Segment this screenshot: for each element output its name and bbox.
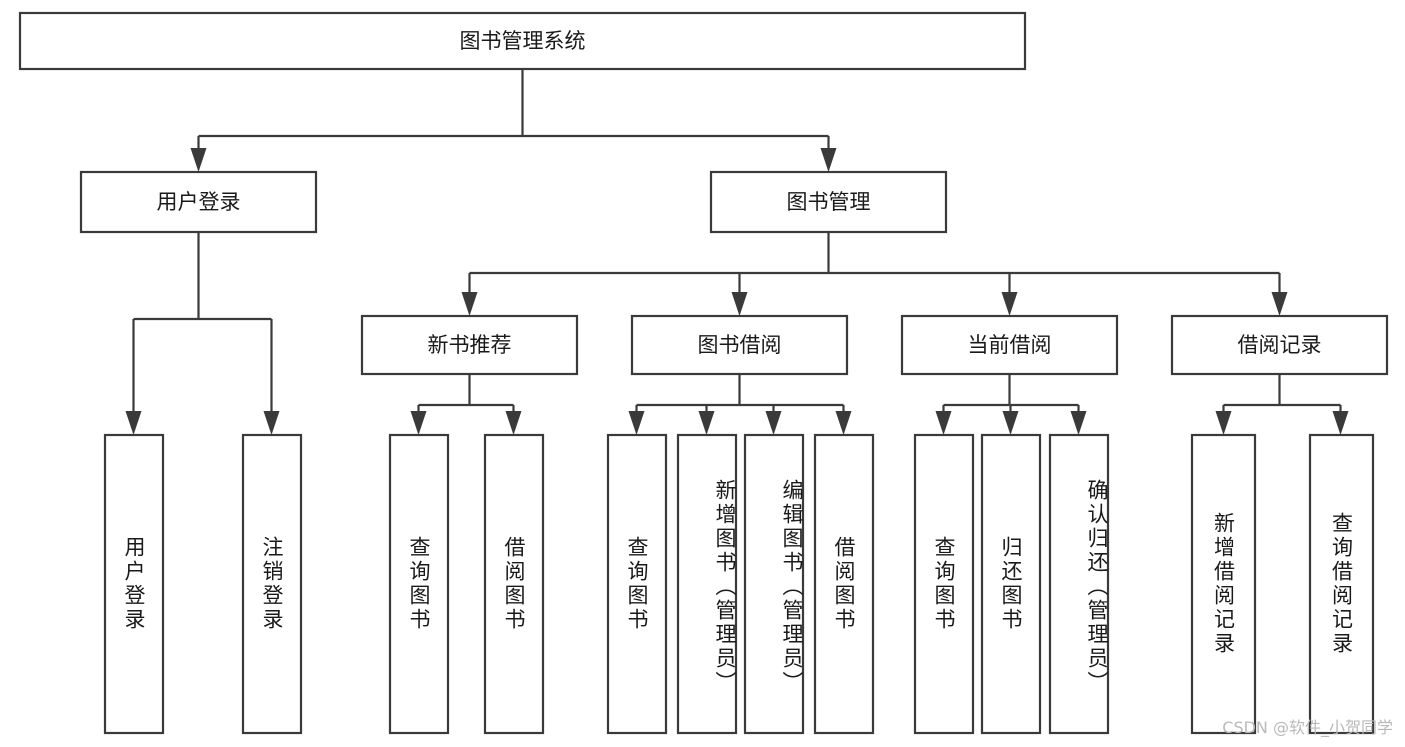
arrowhead-leaf-rec-borrow	[505, 411, 522, 435]
node-user-login[interactable]: 用户登录	[79, 170, 318, 234]
node-leaf-borrow-edit[interactable]	[743, 433, 805, 735]
arrowhead-current-borrow	[1001, 292, 1018, 316]
arrowhead-book-borrow	[731, 292, 748, 316]
node-root-box[interactable]	[18, 11, 1027, 71]
node-leaf-borrow-query-box[interactable]	[606, 433, 668, 735]
node-leaf-current-confirm-box[interactable]	[1048, 433, 1110, 735]
node-book-manage-label: 图书管理	[787, 190, 871, 214]
arrowhead-borrow-record	[1271, 292, 1288, 316]
arrowhead-leaf-rec-query	[410, 411, 427, 435]
arrowhead-leaf-borrow-add	[698, 411, 715, 435]
connector-layer	[125, 69, 1349, 435]
arrowhead-leaf-record-query	[1332, 411, 1349, 435]
arrowhead-new-book-rec	[461, 292, 478, 316]
node-leaf-current-return-box[interactable]	[980, 433, 1042, 735]
node-leaf-user-logout[interactable]	[241, 433, 303, 735]
node-leaf-current-query[interactable]	[913, 433, 975, 735]
node-leaf-user-login[interactable]	[103, 433, 165, 735]
node-leaf-rec-borrow-box[interactable]	[483, 433, 545, 735]
node-leaf-rec-query[interactable]	[388, 433, 450, 735]
node-book-manage-box[interactable]	[709, 170, 948, 234]
arrowhead-leaf-record-add	[1215, 411, 1232, 435]
node-leaf-borrow-add[interactable]	[676, 433, 738, 735]
node-new-book-rec-box[interactable]	[360, 314, 579, 376]
arrowhead-leaf-borrow-edit	[765, 411, 782, 435]
node-leaf-current-return[interactable]	[980, 433, 1042, 735]
arrowhead-leaf-current-confirm	[1070, 411, 1087, 435]
node-current-borrow-box[interactable]	[900, 314, 1119, 376]
node-book-borrow-label: 图书借阅	[698, 333, 782, 357]
node-leaf-borrow-add-box[interactable]	[676, 433, 738, 735]
node-book-borrow[interactable]: 图书借阅	[630, 314, 849, 376]
arrowhead-leaf-current-return	[1002, 411, 1019, 435]
node-leaf-current-confirm[interactable]	[1048, 433, 1110, 735]
arrowhead-book-manage	[820, 148, 837, 172]
node-leaf-rec-query-box[interactable]	[388, 433, 450, 735]
node-book-manage[interactable]: 图书管理	[709, 170, 948, 234]
node-leaf-record-add-box[interactable]	[1190, 433, 1257, 735]
arrowhead-leaf-current-query	[935, 411, 952, 435]
node-new-book-rec-label: 新书推荐	[428, 333, 512, 357]
node-leaf-user-logout-box[interactable]	[241, 433, 303, 735]
node-current-borrow[interactable]: 当前借阅	[900, 314, 1119, 376]
node-root-label: 图书管理系统	[460, 29, 586, 53]
node-leaf-borrow-edit-box[interactable]	[743, 433, 805, 735]
node-book-borrow-box[interactable]	[630, 314, 849, 376]
node-leaf-record-add[interactable]	[1190, 433, 1257, 735]
arrowhead-user-login	[190, 148, 207, 172]
node-user-login-label: 用户登录	[157, 190, 241, 214]
node-leaf-current-query-box[interactable]	[913, 433, 975, 735]
arrowhead-leaf-borrow-query	[628, 411, 645, 435]
node-root[interactable]: 图书管理系统	[18, 11, 1027, 71]
node-leaf-record-query-box[interactable]	[1308, 433, 1375, 735]
node-leaf-record-query[interactable]	[1308, 433, 1375, 735]
node-leaf-user-login-box[interactable]	[103, 433, 165, 735]
arrowhead-leaf-user-logout	[263, 411, 280, 435]
csdn-watermark: CSDN @软件_小贺同学	[1222, 718, 1393, 738]
node-leaf-borrow-query[interactable]	[606, 433, 668, 735]
arrowhead-leaf-user-login	[125, 411, 142, 435]
arrowhead-leaf-borrow-lend	[835, 411, 852, 435]
node-borrow-record-box[interactable]	[1170, 314, 1389, 376]
node-leaf-borrow-lend-box[interactable]	[813, 433, 875, 735]
node-current-borrow-label: 当前借阅	[968, 333, 1052, 357]
node-leaf-borrow-lend[interactable]	[813, 433, 875, 735]
node-leaf-rec-borrow[interactable]	[483, 433, 545, 735]
node-borrow-record-label: 借阅记录	[1238, 333, 1322, 357]
node-borrow-record[interactable]: 借阅记录	[1170, 314, 1389, 376]
node-user-login-box[interactable]	[79, 170, 318, 234]
node-new-book-rec[interactable]: 新书推荐	[360, 314, 579, 376]
